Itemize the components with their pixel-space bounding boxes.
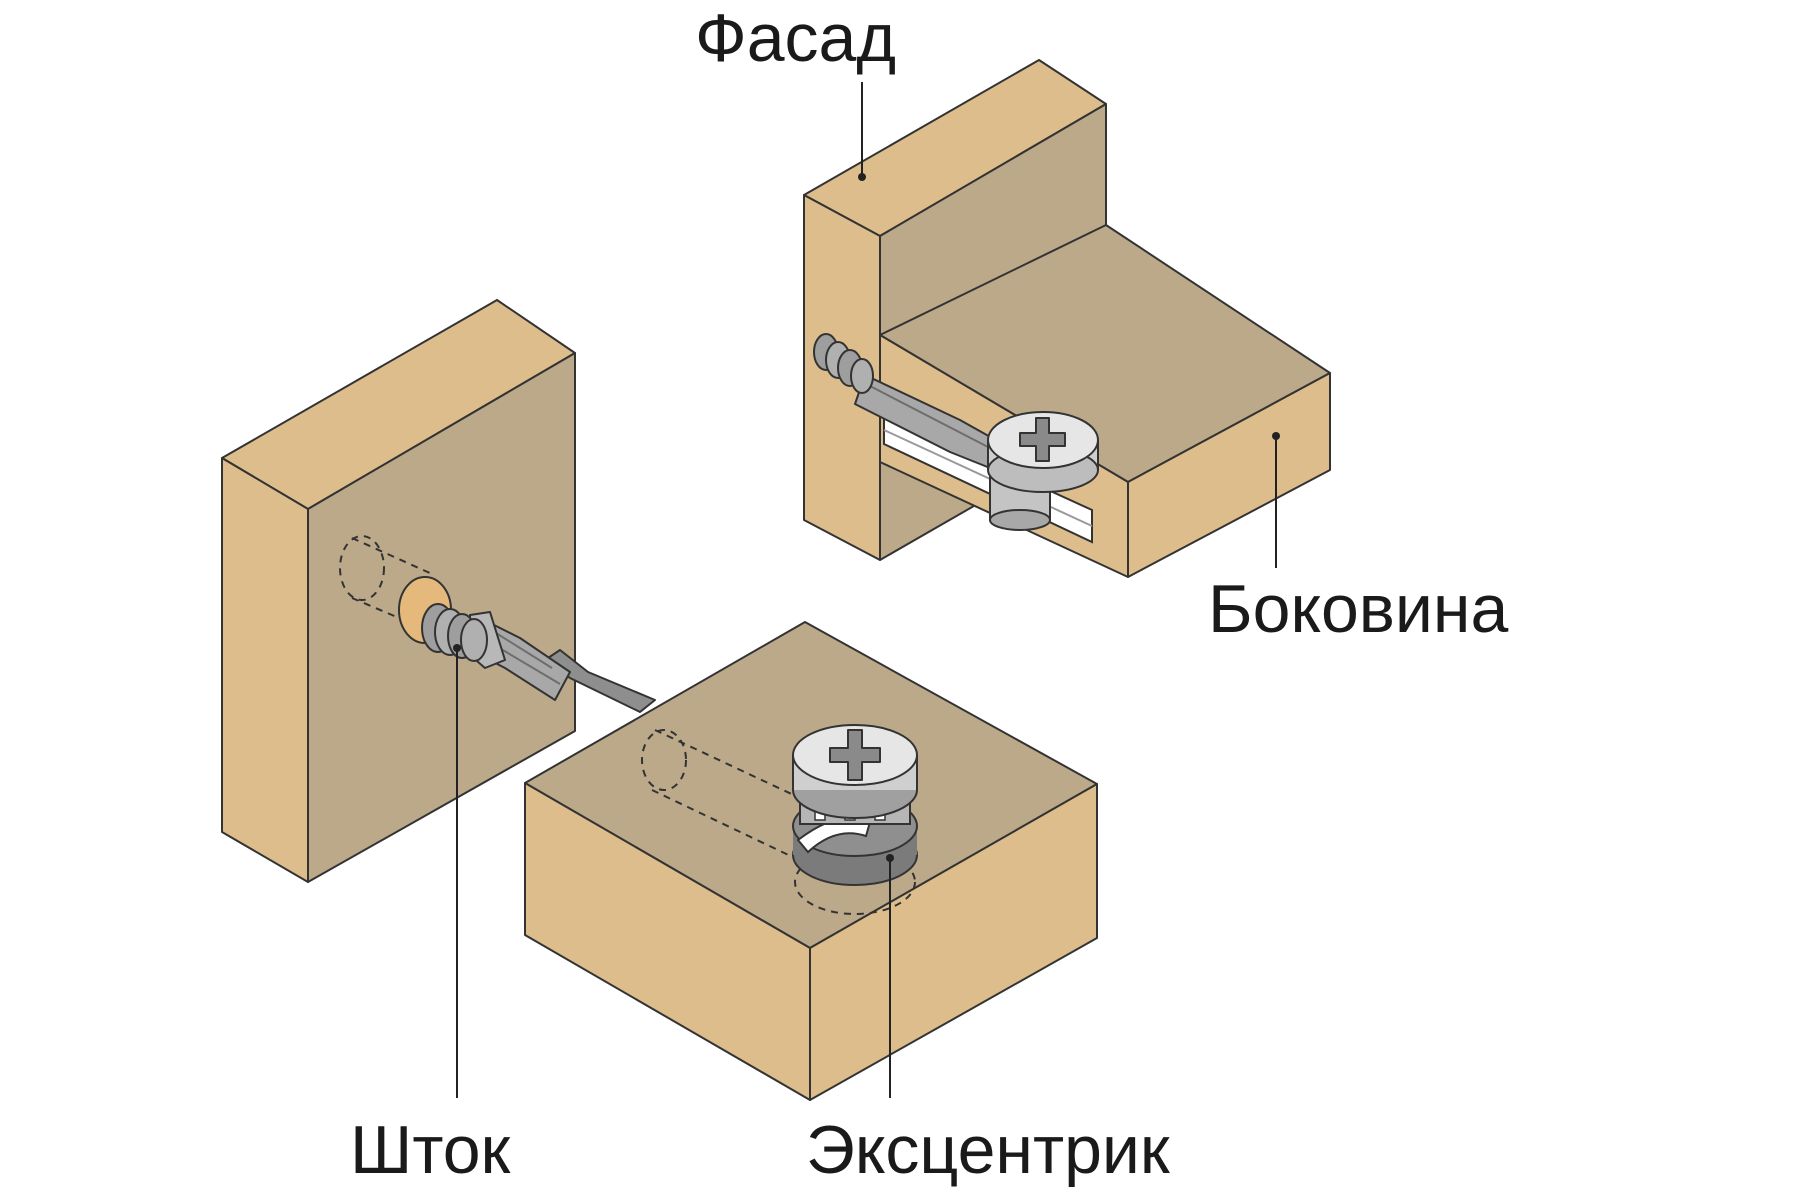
eccentric-cam — [792, 724, 918, 886]
left-assembly — [221, 299, 1098, 1101]
eccentric-label: Эксцентрик — [806, 1112, 1170, 1188]
installed-eccentric — [987, 411, 1099, 531]
rod-thread — [421, 603, 488, 662]
cross-slot-icon — [829, 729, 881, 781]
right-assembly — [803, 59, 1331, 578]
facade-label: Фасад — [695, 0, 897, 76]
left-vertical-panel — [221, 299, 576, 883]
rod-shaft — [544, 649, 656, 713]
rod — [421, 603, 656, 713]
left-panel-front-edge — [221, 457, 309, 883]
leader-lines — [456, 82, 1277, 1098]
side-panel-label: Боковина — [1208, 571, 1509, 647]
installed-cross-slot-icon — [1019, 417, 1066, 462]
installed-rod — [813, 333, 1011, 471]
block-side — [809, 783, 1098, 1101]
rod-label: Шток — [350, 1112, 511, 1188]
